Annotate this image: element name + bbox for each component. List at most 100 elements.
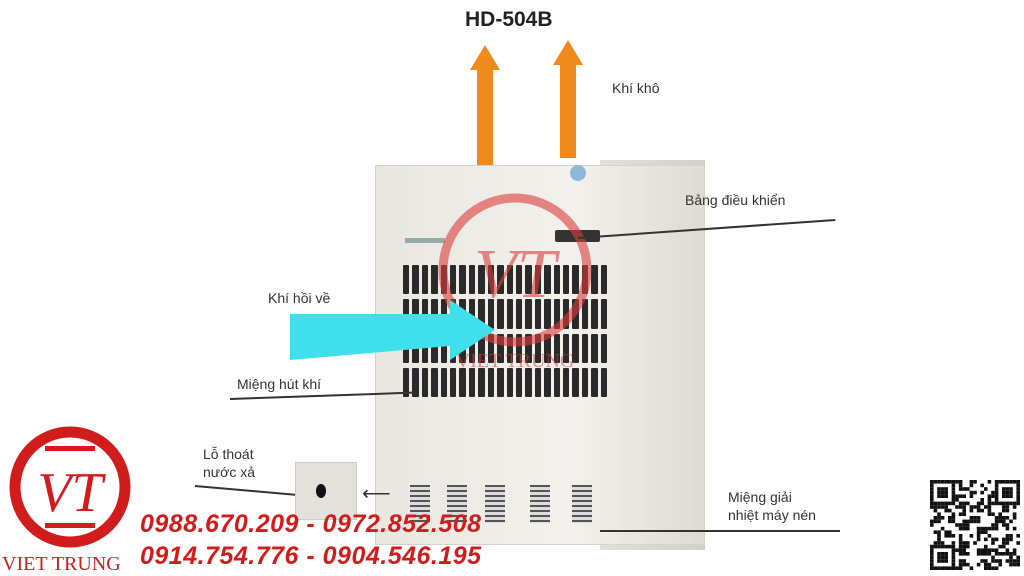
grille-slot xyxy=(562,367,570,397)
grille-slot xyxy=(506,299,513,329)
watermark-logo: VT VIET TRUNG xyxy=(438,193,592,372)
grille-slot xyxy=(468,333,476,363)
grille-slot xyxy=(562,265,570,295)
grille-slot xyxy=(440,367,448,397)
grille-slot xyxy=(525,299,532,329)
grille-slot xyxy=(591,299,598,329)
grille-slot xyxy=(544,333,551,363)
grille-slot xyxy=(562,333,570,363)
grille-slot xyxy=(440,299,448,329)
label-control-panel: Bảng điều khiển xyxy=(685,192,786,208)
grille-slot xyxy=(450,367,457,397)
vent xyxy=(485,485,505,523)
return-air-arrow-icon xyxy=(290,300,495,360)
grille-slot xyxy=(534,265,542,295)
vent xyxy=(530,485,550,523)
dry-air-arrows-icon xyxy=(470,40,583,165)
grille-slot xyxy=(468,299,476,329)
grille-slot xyxy=(515,367,523,397)
grille-slot xyxy=(431,265,438,295)
grille-slot xyxy=(515,333,523,363)
grille-slot xyxy=(403,299,410,329)
grille-slot xyxy=(431,367,438,397)
grille-slot xyxy=(450,265,457,295)
grille-slot xyxy=(459,265,466,295)
grille-slot xyxy=(525,265,532,295)
grille-slot xyxy=(468,367,476,397)
phone-line-2: 0914.754.776 - 0904.546.195 xyxy=(140,542,482,570)
grille-slot xyxy=(412,299,419,329)
grille-slot xyxy=(515,299,523,329)
viet-trung-logo: VT xyxy=(9,426,131,548)
vent xyxy=(410,485,430,523)
model-title: HD-504B xyxy=(465,8,553,31)
grille-slot xyxy=(459,367,466,397)
drain-valve-icon xyxy=(316,484,326,498)
vent xyxy=(447,485,467,523)
grille-slot xyxy=(600,367,607,397)
brand-badge-icon xyxy=(570,165,586,181)
grille-slot xyxy=(525,333,532,363)
grille-slot xyxy=(534,367,542,397)
label-exhaust-1: Miệng giải xyxy=(728,489,792,505)
label-dry-air: Khí khô xyxy=(612,80,660,96)
grille-slot xyxy=(591,367,598,397)
grille-slot xyxy=(553,265,560,295)
grille-slot xyxy=(544,367,551,397)
grille-slot xyxy=(468,265,476,295)
phone-line-1: 0988.670.209 - 0972.852.508 xyxy=(140,510,482,538)
brand-name: VIET TRUNG xyxy=(2,553,121,575)
grille-slot xyxy=(544,299,551,329)
grille-slot xyxy=(497,367,504,397)
grille-slot xyxy=(553,333,560,363)
vent xyxy=(572,485,592,523)
label-drain-2: nước xả xyxy=(203,464,256,480)
grille-slot xyxy=(572,367,579,397)
grille-slot xyxy=(478,367,485,397)
nameplate xyxy=(405,238,445,243)
grille-slot xyxy=(403,367,410,397)
grille-slot xyxy=(600,333,607,363)
svg-text:VT: VT xyxy=(474,236,561,313)
grille-slot xyxy=(421,265,429,295)
grille-slot xyxy=(478,265,485,295)
label-exhaust: Miệng giải nhiệt máy nén xyxy=(728,488,816,524)
grille-slot xyxy=(487,299,495,329)
arrow-left-icon: ⟵ xyxy=(362,483,391,505)
grille-slot xyxy=(478,299,485,329)
grille-slot xyxy=(600,299,607,329)
label-exhaust-2: nhiệt máy nén xyxy=(728,507,816,523)
label-drain-1: Lỗ thoát xyxy=(203,446,254,462)
grille-slot xyxy=(497,299,504,329)
grille-slot xyxy=(506,333,513,363)
grille-slot xyxy=(487,367,495,397)
grille-slot xyxy=(591,265,598,295)
grille-slot xyxy=(515,265,523,295)
grille-slot xyxy=(572,333,579,363)
grille-slot xyxy=(534,333,542,363)
grille-slot xyxy=(440,333,448,363)
drain-box xyxy=(295,462,357,520)
grille-slot xyxy=(412,367,419,397)
grille-slot xyxy=(591,333,598,363)
grille-slot xyxy=(544,265,551,295)
qr-code xyxy=(930,480,1020,570)
grille-slot xyxy=(525,367,532,397)
grille-slot xyxy=(553,367,560,397)
grille-slot xyxy=(562,299,570,329)
grille-slot xyxy=(412,265,419,295)
leader-line xyxy=(600,530,840,532)
grille-slot xyxy=(478,333,485,363)
label-return-air: Khí hồi về xyxy=(268,290,331,306)
label-drain: Lỗ thoát nước xả xyxy=(203,445,255,481)
grille-slot xyxy=(421,367,429,397)
grille-slot xyxy=(600,265,607,295)
grille-slot xyxy=(506,265,513,295)
grille-slot xyxy=(431,333,438,363)
grille-slot xyxy=(534,299,542,329)
grille-slot xyxy=(487,333,495,363)
grille-slot xyxy=(421,299,429,329)
grille-slot xyxy=(572,265,579,295)
grille-slot xyxy=(497,265,504,295)
grille-slot xyxy=(431,299,438,329)
